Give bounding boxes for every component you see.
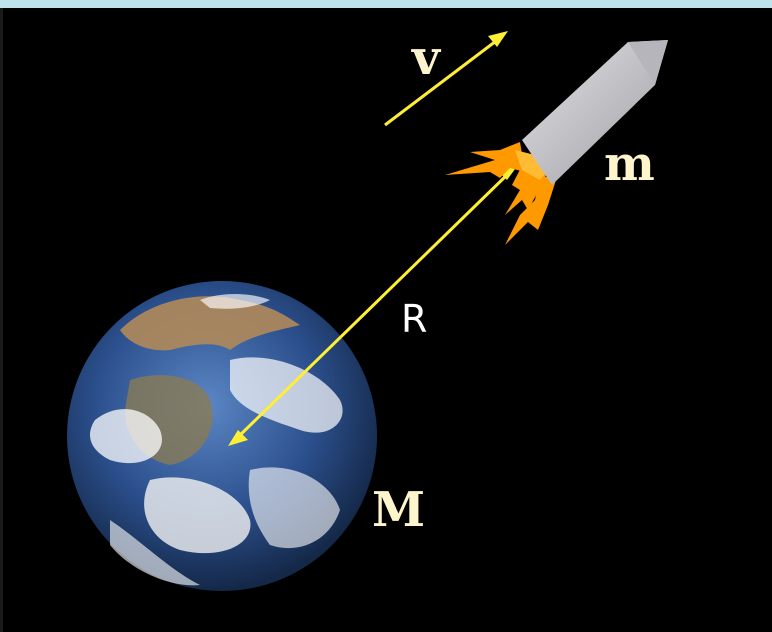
earth-globe xyxy=(67,281,377,591)
distance-label: R xyxy=(401,297,428,341)
velocity-label: v xyxy=(412,30,440,86)
distance-arrowhead-earth xyxy=(228,430,248,446)
exhaust-flame-icon xyxy=(445,142,556,245)
top-frame-band xyxy=(0,0,772,8)
rocket-mass-label: m xyxy=(604,136,655,192)
left-frame-edge xyxy=(0,8,3,632)
velocity-arrow xyxy=(384,31,508,127)
earth-mass-label: M xyxy=(372,482,426,538)
velocity-arrowhead xyxy=(488,31,508,47)
rocket-icon xyxy=(445,40,668,245)
